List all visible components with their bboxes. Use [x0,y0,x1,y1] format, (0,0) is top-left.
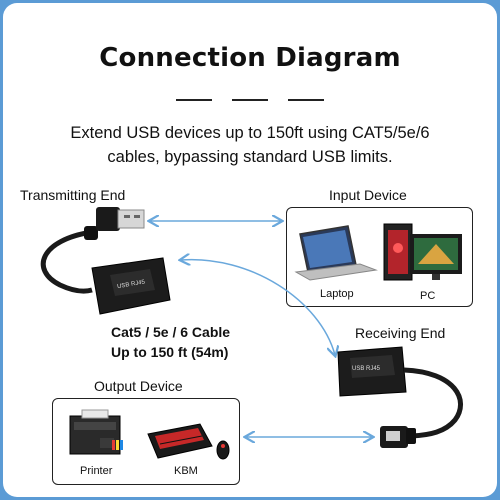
mouse-icon [216,440,230,460]
subtitle-line-2: cables, bypassing standard USB limits. [107,148,393,166]
receiver-text: USB RJ45 [352,366,381,372]
page-title: Connection Diagram [99,43,401,73]
pc-label: PC [420,290,436,302]
printer-label: Printer [80,465,113,477]
divider-dash [176,99,212,101]
transmitting-end-label: Transmitting End [20,187,126,203]
input-device-label: Input Device [329,187,407,203]
arrow-cable-link [181,260,335,355]
printer-icon [69,409,123,455]
divider-dash [288,99,324,101]
kbm-label: KBM [174,465,198,477]
transmitter-text: USB RJ45 [117,279,146,290]
keyboard-icon [147,423,213,459]
receiving-end-label: Receiving End [355,325,446,341]
output-device-label: Output Device [94,378,183,394]
transmitter-adapter [40,207,171,315]
pc-icon [383,223,462,281]
receiver-adapter [337,346,463,448]
divider-dash [232,99,268,101]
subtitle: Extend USB devices up to 150ft using CAT… [23,121,477,169]
laptop-icon [294,225,378,281]
subtitle-line-1: Extend USB devices up to 150ft using CAT… [70,124,430,142]
